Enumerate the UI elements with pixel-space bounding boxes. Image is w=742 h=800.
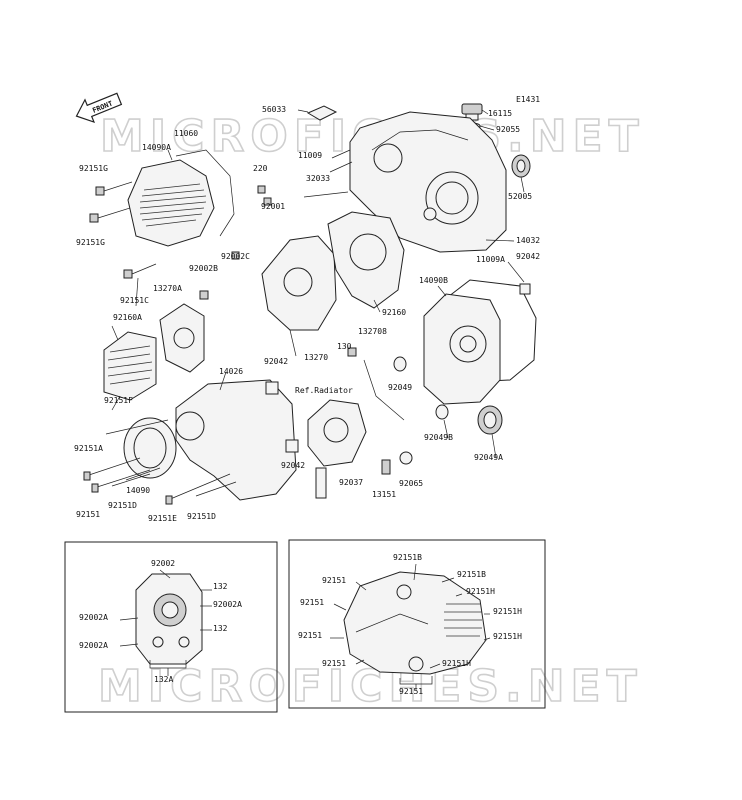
part-label-92001: 92001 (261, 202, 285, 211)
inset-cover-right-icon (330, 563, 491, 690)
part-label-92151: 92151 (76, 510, 100, 519)
part-label-14026: 14026 (219, 367, 243, 376)
inset-box-right (288, 539, 546, 709)
part-label-inset1-132-b: 132 (213, 624, 228, 633)
bolt-icon (89, 181, 349, 300)
part-label-92049: 92049 (388, 383, 412, 392)
right-cover-14090b-icon (423, 283, 531, 405)
pump-cover-icon (261, 211, 405, 331)
part-label-92151E: 92151E (148, 514, 177, 523)
part-label-92042-mid: 92042 (264, 357, 288, 366)
part-label-92055: 92055 (496, 125, 520, 134)
part-label-92002C: 92002C (221, 252, 250, 261)
water-pump-icon (307, 347, 405, 499)
part-label-92151A: 92151A (74, 444, 103, 453)
part-label-13270: 13270 (304, 353, 328, 362)
part-label-inset2-92151H-1: 92151H (466, 587, 495, 596)
part-label-92037: 92037 (339, 478, 363, 487)
left-cover-14090a-icon (127, 149, 235, 247)
part-label-132708: 132708 (358, 327, 387, 336)
leader-lines (111, 161, 525, 459)
part-label-92151G-top: 92151G (79, 164, 108, 173)
part-label-inset2-92151H-3: 92151H (493, 632, 522, 641)
inset-box-left (64, 541, 278, 713)
part-label-13151: 13151 (372, 490, 396, 499)
part-label-14090: 14090 (126, 486, 150, 495)
part-label-inset1-132-a: 132 (213, 582, 228, 591)
part-label-92002B: 92002B (189, 264, 218, 273)
part-label-inset2-92151B-r: 92151B (457, 570, 486, 579)
part-label-inset2-92151-b: 92151 (300, 598, 324, 607)
engine-case-14026-icon (123, 379, 299, 501)
part-label-92160: 92160 (382, 308, 406, 317)
part-label-14090B: 14090B (419, 276, 448, 285)
watermark-bottom: MICROFICHES.NET (98, 661, 643, 712)
part-label-inset1-92002A-l2: 92002A (79, 641, 108, 650)
part-label-92065: 92065 (399, 479, 423, 488)
part-label-92151F: 92151F (104, 396, 133, 405)
part-label-11009: 11009 (298, 151, 322, 160)
part-label-92151G-bot: 92151G (76, 238, 105, 247)
inset-cover-left-icon (119, 569, 212, 676)
part-label-220: 220 (253, 164, 268, 173)
part-label-92151C: 92151C (120, 296, 149, 305)
part-label-92160A: 92160A (113, 313, 142, 322)
part-label-16115: 16115 (488, 109, 512, 118)
crankcase-cover-icon (331, 111, 515, 253)
part-label-14032: 14032 (516, 236, 540, 245)
part-label-11009A: 11009A (476, 255, 505, 264)
part-label-92042-bot: 92042 (281, 461, 305, 470)
part-label-inset1-92002A-r: 92002A (213, 600, 242, 609)
o-ring-icon (381, 356, 503, 475)
part-label-56033: 56033 (262, 105, 286, 114)
part-label-inset2-92151-a: 92151 (322, 576, 346, 585)
part-label-14090A: 14090A (142, 143, 171, 152)
part-label-inset2-92151H-4: 92151H (442, 659, 471, 668)
part-label-11060: 11060 (174, 129, 198, 138)
part-label-inset1-92002A-l1: 92002A (79, 613, 108, 622)
part-label-92042-top: 92042 (516, 252, 540, 261)
part-label-inset2-92151-d: 92151 (322, 659, 346, 668)
part-label-ref-radiator: Ref.Radiator (295, 386, 353, 395)
part-label-13270A: 13270A (153, 284, 182, 293)
part-label-92151D-right: 92151D (187, 512, 216, 521)
diagram-code: E1431 (516, 95, 540, 104)
part-label-inset2-92151B-top: 92151B (393, 553, 422, 562)
part-label-inset2-92151H-2: 92151H (493, 607, 522, 616)
part-label-130: 130 (337, 342, 352, 351)
part-label-inset1-92002: 92002 (151, 559, 175, 568)
part-label-92049B: 92049B (424, 433, 453, 442)
long-bolt-icon (83, 419, 237, 505)
gasket-56033-icon (306, 105, 338, 121)
part-label-inset2-92151-e: 92151 (399, 687, 423, 696)
part-label-inset1-132A: 132A (154, 675, 173, 684)
part-label-52005: 52005 (508, 192, 532, 201)
grille-92160a-icon (103, 331, 157, 401)
part-label-92049A: 92049A (474, 453, 503, 462)
part-label-32033: 32033 (306, 174, 330, 183)
part-label-92151D-left: 92151D (108, 501, 137, 510)
oil-seal-icon (511, 154, 531, 193)
part-label-inset2-92151-c: 92151 (298, 631, 322, 640)
